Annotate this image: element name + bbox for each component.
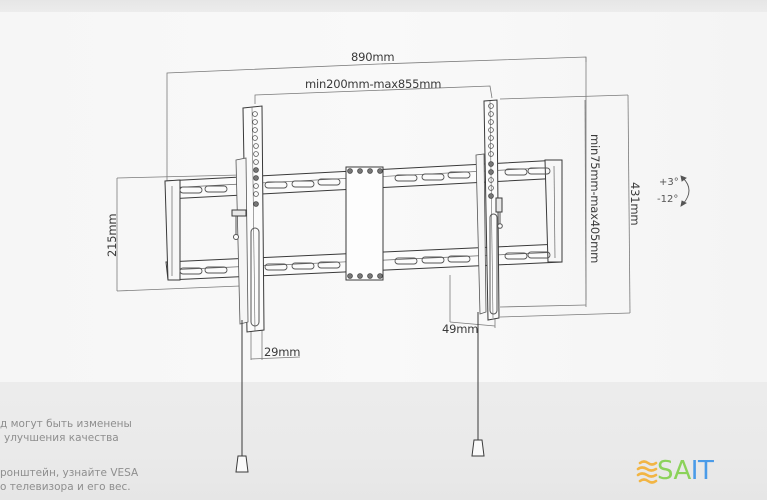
logo-text-sa: SA (657, 456, 691, 486)
vesa-horizontal-label: min200mm-max855mm (305, 77, 442, 91)
min-depth-label: 29mm (264, 345, 301, 359)
max-depth-label: 49mm (442, 322, 479, 336)
sait-logo: SA IT (636, 456, 714, 486)
tilt-arc-icon (680, 175, 690, 207)
wall-plate-height-label: 215mm (105, 213, 119, 257)
note-line-1: д могут быть изменены (0, 418, 132, 430)
tilt-down-label: -12° (657, 194, 679, 205)
center-plate (345, 166, 384, 281)
pull-cords (235, 312, 485, 473)
note-line-4: о телевизора и его вес. (0, 481, 131, 493)
dimension-lines (116, 56, 631, 360)
vesa-vertical-label: min75mm-max405mm (588, 134, 602, 264)
tilt-up-label: +3° (659, 177, 679, 188)
logo-mark-spacer (636, 460, 656, 482)
overall-width-label: 890mm (351, 50, 395, 64)
top-edge (0, 0, 767, 12)
overall-height-label: 431mm (628, 182, 642, 226)
note-line-2: улучшения качества (4, 432, 119, 444)
right-vertical-arm (475, 99, 503, 321)
note-line-3: ронштейн, узнайте VESA (0, 467, 139, 479)
logo-wave-icon (636, 460, 658, 484)
left-vertical-arm (231, 105, 265, 333)
logo-text-it: IT (690, 456, 714, 486)
